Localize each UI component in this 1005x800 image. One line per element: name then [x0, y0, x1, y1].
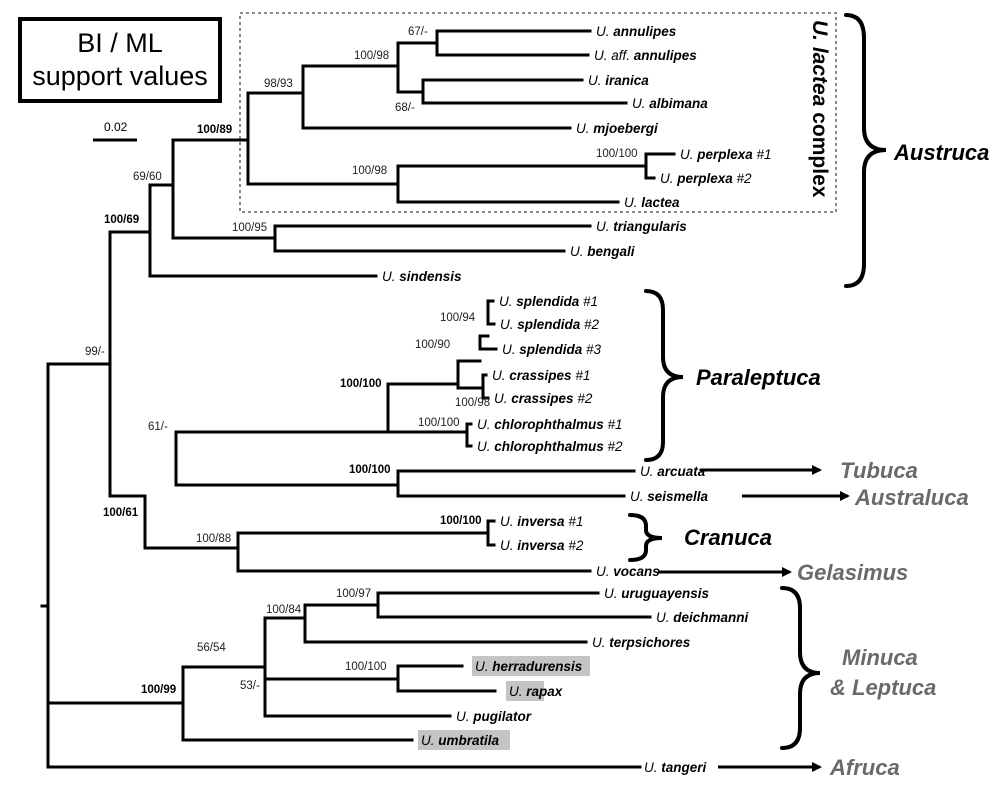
taxon-label: U. inversa #1: [500, 514, 583, 529]
taxon-label: U. umbratila: [421, 733, 500, 748]
support-value: 100/100: [345, 661, 387, 673]
support-value: 67/-: [408, 26, 428, 38]
support-value: 100/95: [232, 222, 267, 234]
brace-austruca: [844, 13, 887, 288]
support-value: 100/100: [349, 464, 391, 476]
taxon-label: U. perplexa #2: [660, 171, 752, 186]
group-label-minuca: Minuca: [842, 645, 918, 670]
support-value: 100/98: [455, 397, 490, 409]
support-value: 69/60: [133, 171, 162, 183]
support-values: 67/- 100/98 98/93 68/- 100/89 100/100 10…: [85, 26, 638, 696]
support-value: 100/100: [340, 378, 382, 390]
taxon-label: U. tangeri: [644, 760, 707, 775]
lactea-complex-label: U. lactea complex: [808, 20, 831, 198]
support-value: 100/98: [352, 165, 387, 177]
group-label-australuca: Australuca: [854, 485, 969, 510]
taxon-label: U. pugilator: [456, 709, 532, 724]
taxon-label: U. triangularis: [596, 219, 687, 234]
support-value: 100/89: [197, 124, 232, 136]
legend-subtitle: support values: [32, 61, 208, 91]
taxon-label: U. rapax: [509, 684, 563, 699]
support-value: 100/100: [418, 417, 460, 429]
group-label-tubuca: Tubuca: [840, 458, 918, 483]
taxon-label: U. uruguayensis: [604, 586, 710, 601]
taxon-label: U. perplexa #1: [680, 147, 772, 162]
taxon-label: U. arcuata: [640, 464, 706, 479]
taxon-label: U. deichmanni: [656, 610, 749, 625]
highlight-herradurensis: [472, 656, 590, 676]
taxon-label: U. splendida #3: [502, 342, 602, 357]
taxon-label: U. annulipes: [596, 24, 677, 39]
group-label-paraleptuca: Paraleptuca: [696, 365, 821, 390]
taxon-label: U. herradurensis: [475, 659, 583, 674]
brace-cranuca: [628, 513, 663, 562]
support-value: 100/99: [141, 684, 176, 696]
highlight-umbratila: [418, 730, 510, 750]
clade-braces: [628, 13, 887, 750]
group-label-gelasimus: Gelasimus: [797, 560, 908, 585]
group-label-austruca: Austruca: [893, 140, 989, 165]
highlight-rapax: [506, 681, 544, 701]
taxon-label: U. splendida #1: [499, 294, 598, 309]
support-value: 68/-: [395, 102, 415, 114]
taxon-label: U. terpsichores: [592, 635, 691, 650]
taxon-label: U. sindensis: [382, 269, 462, 284]
support-value: 53/-: [240, 680, 260, 692]
support-value: 98/93: [264, 78, 293, 90]
taxon-label: U. vocans: [596, 564, 660, 579]
support-value: 56/54: [197, 642, 226, 654]
taxon-label: U. chlorophthalmus #2: [477, 439, 623, 454]
taxon-label: U. splendida #2: [500, 317, 600, 332]
support-value: 100/90: [415, 339, 450, 351]
support-value: 100/88: [196, 533, 231, 545]
group-label-leptuca: & Leptuca: [830, 675, 936, 700]
lactea-complex-box: [239, 12, 837, 213]
legend-title: BI / ML: [77, 28, 163, 58]
taxon-label: U. crassipes #1: [492, 368, 590, 383]
support-value: 100/94: [440, 312, 476, 324]
scale-bar-label: 0.02: [104, 120, 128, 134]
support-value: 100/100: [596, 148, 638, 160]
support-value: 100/84: [266, 604, 302, 616]
support-value: 61/-: [148, 421, 168, 433]
support-value: 100/97: [336, 588, 371, 600]
legend-box: BI / ML support values: [18, 17, 222, 103]
support-value: 99/-: [85, 346, 105, 358]
brace-paraleptuca: [644, 289, 684, 462]
taxon-label: U. mjoebergi: [576, 121, 658, 136]
reassignment-arrows: [658, 465, 850, 772]
group-labels: Austruca Paraleptuca Tubuca Australuca C…: [684, 140, 989, 780]
taxon-label: U. iranica: [588, 73, 649, 88]
taxon-labels: U. annulipes U. aff. annulipes U. iranic…: [382, 24, 772, 775]
support-value: 100/100: [440, 515, 482, 527]
taxon-label: U. bengali: [570, 244, 635, 259]
taxon-label: U. crassipes #2: [494, 391, 593, 406]
taxon-label: U. chlorophthalmus #1: [477, 417, 623, 432]
support-value: 100/69: [104, 214, 139, 226]
group-label-afruca: Afruca: [829, 755, 900, 780]
support-value: 100/98: [354, 50, 389, 62]
taxon-label: U. lactea: [624, 195, 680, 210]
taxon-label: U. aff. annulipes: [594, 48, 697, 63]
brace-minuca: [780, 586, 821, 750]
taxon-label: U. albimana: [632, 96, 708, 111]
tree-branches: [40, 29, 676, 769]
taxon-label: U. inversa #2: [500, 538, 584, 553]
support-value: 100/61: [103, 507, 139, 519]
group-label-cranuca: Cranuca: [684, 525, 772, 550]
taxon-label: U. seismella: [630, 489, 709, 504]
